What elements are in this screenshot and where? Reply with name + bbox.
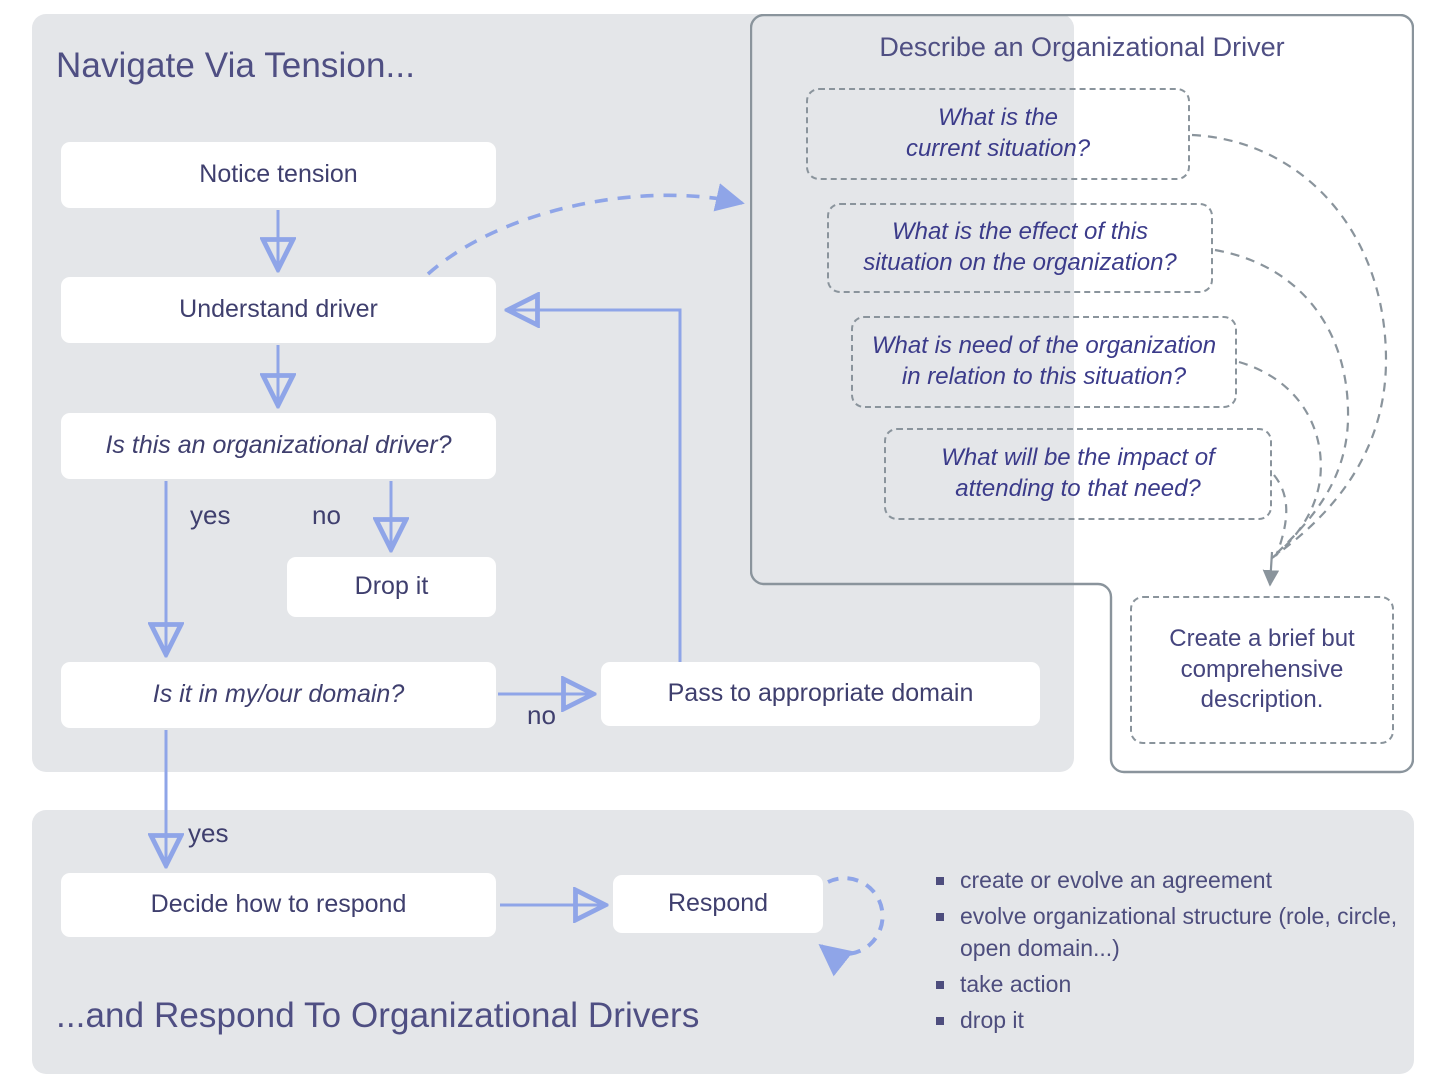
node-drop-it[interactable]: Drop it <box>287 557 496 617</box>
arrow-q4-to-outcome <box>1273 474 1288 557</box>
list-item: create or evolve an agreement <box>930 864 1400 897</box>
node-notice-tension[interactable]: Notice tension <box>61 142 496 208</box>
arrowhead-into-outcome <box>1262 551 1280 587</box>
node-is-it-in-my-our-domain[interactable]: Is it in my/our domain? <box>61 662 496 728</box>
node-understand-driver[interactable]: Understand driver <box>61 277 496 343</box>
respond-to-drivers-panel <box>32 810 1414 1074</box>
page-title-respond: ...and Respond To Organizational Drivers <box>56 996 700 1035</box>
list-item: evolve organizational structure (role, c… <box>930 900 1400 965</box>
node-is-organizational-driver[interactable]: Is this an organizational driver? <box>61 413 496 479</box>
node-decide-how-to-respond[interactable]: Decide how to respond <box>61 873 496 937</box>
describe-driver-title: Describe an Organizational Driver <box>879 32 1285 62</box>
node-pass-to-appropriate-domain[interactable]: Pass to appropriate domain <box>601 662 1040 726</box>
edge-label-yes-organizational: yes <box>190 500 231 530</box>
list-item: drop it <box>930 1004 1400 1037</box>
node-respond[interactable]: Respond <box>613 875 823 933</box>
page-title-navigate: Navigate Via Tension... <box>56 46 416 85</box>
list-item: take action <box>930 968 1400 1001</box>
response-options-list: create or evolve an agreement evolve org… <box>930 864 1400 1039</box>
edge-label-yes-domain: yes <box>188 818 229 848</box>
edge-label-no-organizational: no <box>312 500 341 530</box>
edge-label-no-domain: no <box>527 700 556 730</box>
